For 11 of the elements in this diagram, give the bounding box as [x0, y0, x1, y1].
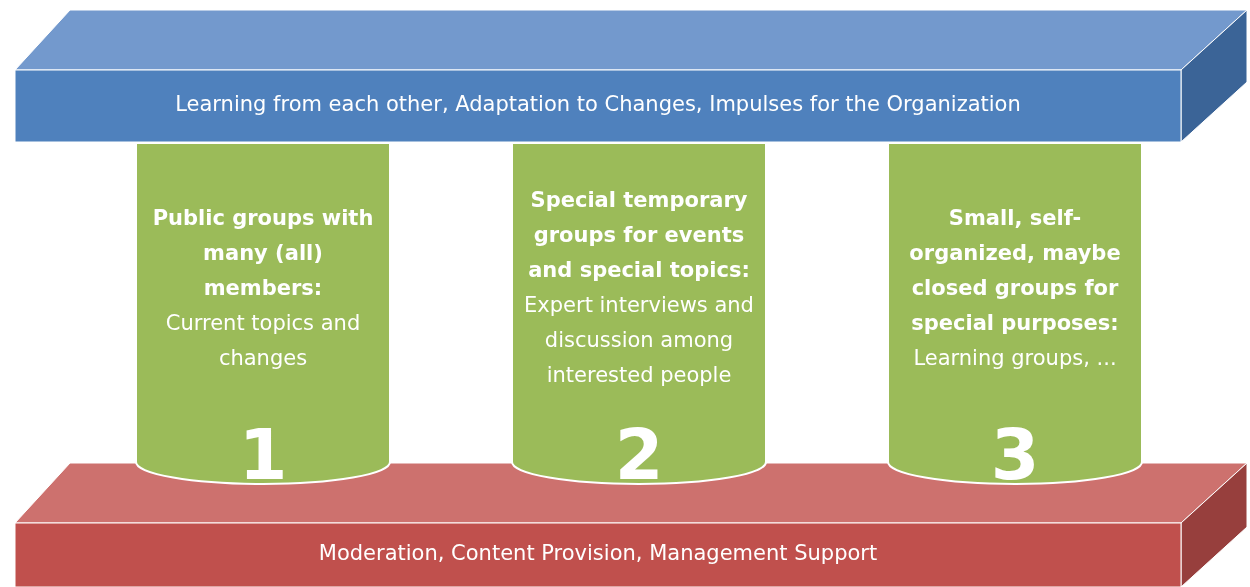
pillar-heading: Small, self-organized, maybe closed groups for special purposes:	[908, 204, 1122, 337]
beam-text: Moderation, Content Provision, Management Support	[317, 541, 879, 565]
pillar-text: Learning groups, ...	[912, 344, 1118, 372]
pillar-text: Expert interviews and discussion among interested people	[523, 292, 755, 389]
pillar-text: Current topics and changes	[164, 309, 362, 372]
pillar-heading: Special temporary groups for events and special topics:	[527, 187, 751, 284]
beam-text: Learning from each other, Adaptation to Changes, Impulses for the Organization	[174, 92, 1022, 116]
pillar-number: 2	[613, 415, 665, 495]
pillar-number: 1	[237, 415, 289, 495]
pillar-number: 3	[989, 415, 1041, 495]
pillar-heading: Public groups with many (all) members:	[151, 204, 375, 302]
